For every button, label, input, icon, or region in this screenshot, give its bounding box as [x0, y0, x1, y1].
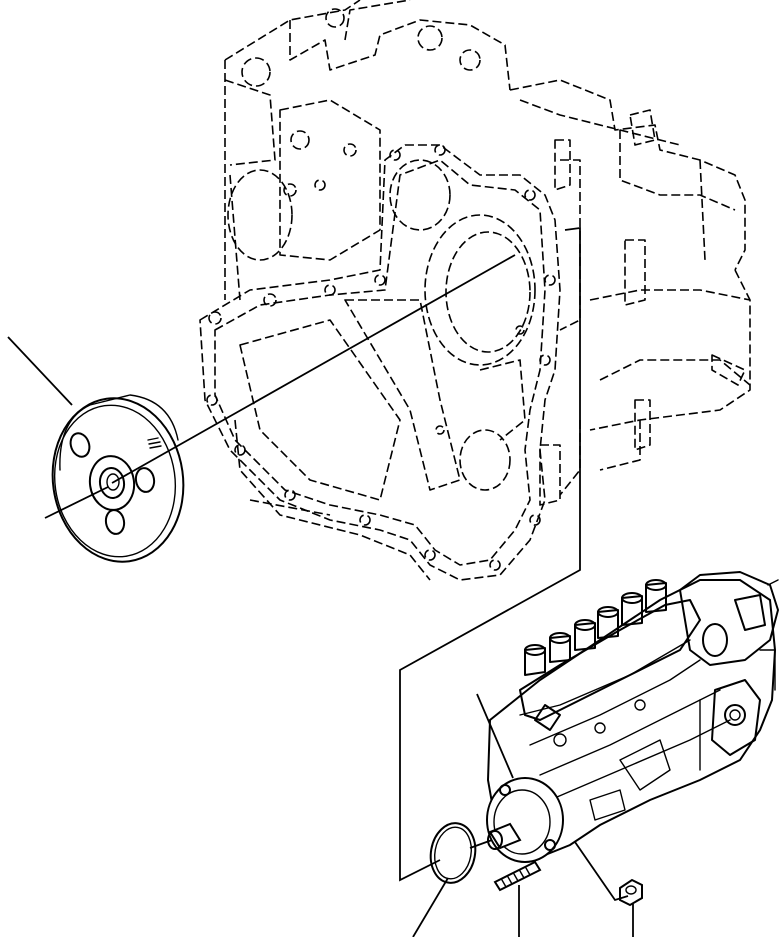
injection-pump	[486, 571, 779, 863]
leader-drive-gear	[7, 336, 73, 406]
delivery-valve-holders	[524, 579, 667, 676]
engine-housing	[199, 0, 751, 581]
leader-nut-link	[574, 841, 629, 902]
stud-bolt	[493, 860, 542, 892]
leader-pump	[476, 693, 514, 779]
o-ring	[429, 822, 477, 884]
leader-gear-hub	[44, 486, 109, 519]
assembly-lines	[111, 226, 581, 882]
nut	[619, 878, 643, 907]
leader-o-ring	[412, 877, 449, 937]
leader-lines	[7, 336, 634, 937]
